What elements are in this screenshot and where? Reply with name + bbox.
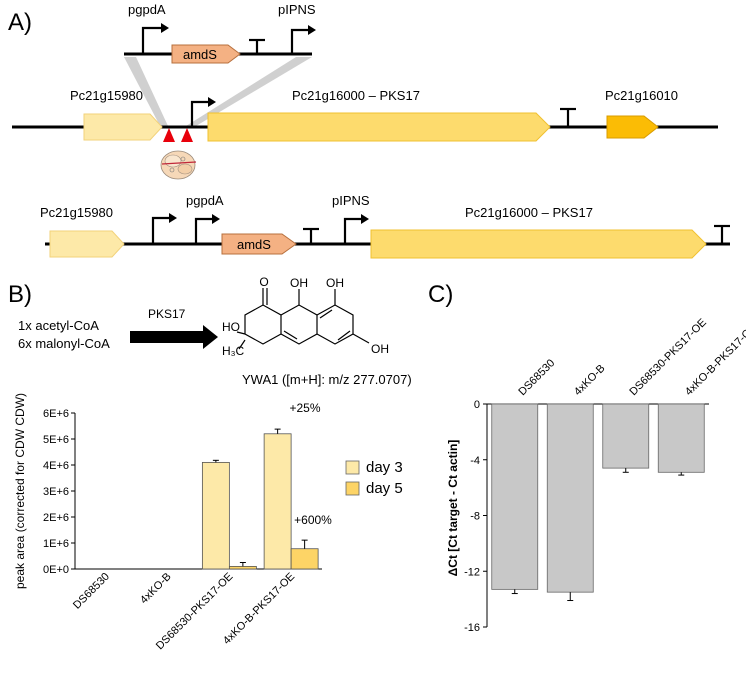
y-tick-label: 1E+6 [43,538,69,550]
promoter-arrow-icon [343,217,361,244]
promoter-arrow-icon [290,28,308,54]
x-tick-label: 4xKO-B [572,362,608,398]
legend-swatch [345,460,360,475]
gene-pks17 [207,112,551,142]
terminator-icon [560,107,576,127]
structure-oh1-label: OH [290,276,308,290]
x-tick-label: DS68530 [516,357,557,398]
insert-connector-left [124,57,168,126]
reaction-arrow-icon [130,325,218,349]
promoter-arrow-icon [194,217,212,244]
promoter-arrow-icon [151,216,169,244]
y-tick-label: 0E+0 [43,564,69,576]
structure-oh2-label: OH [326,276,344,290]
insert-connector-right [186,57,312,126]
structure-ho-label: HO [222,320,240,334]
panel-a-label: A) [8,9,32,36]
gene-pks17 [370,229,707,259]
gene-pc21g15980 [83,113,163,141]
y-tick-label: 5E+6 [43,434,69,446]
ywa1-structure-icon [244,288,370,345]
gene-pc21g16010 [606,115,659,139]
cut-site-triangle-icon [163,128,175,142]
substrate2-label: 6x malonyl-CoA [18,336,110,351]
annotation-label: +25% [289,401,320,415]
y-tick-label: 2E+6 [43,512,69,524]
y-tick-label: -16 [464,622,480,634]
wt-gene-main-label: Pc21g16000 – PKS17 [292,88,420,103]
legend-label: day 3 [366,459,403,476]
legend-swatch [345,481,360,496]
eng-amds-label: amdS [237,237,271,252]
y-tick-label: 3E+6 [43,486,69,498]
insert-cassette: pgpdA amdS pIPNS [124,2,316,64]
y-tick-label: 0 [474,399,480,411]
gene-pc21g15980 [49,230,125,258]
annotation-label: +600% [294,513,332,527]
eng-promoter2-label: pIPNS [332,193,370,208]
x-tick-label: 4xKO-B [138,571,174,607]
cas9-icon [160,150,197,180]
promoter-arrow-icon [190,100,208,127]
structure-oh3-label: OH [371,342,389,356]
terminator-icon [249,38,265,54]
structure-h3c-label: H₃C [222,344,245,358]
bar [228,566,257,570]
y-tick-label: -4 [470,455,480,467]
product-label: YWA1 ([m+H]: m/z 277.0707) [242,372,412,387]
y-tick-label: 4E+6 [43,460,69,472]
bar [491,403,539,590]
terminator-icon [714,224,730,244]
y-tick-label: 6E+6 [43,408,69,420]
y-tick-label: -8 [470,511,480,523]
amds-gene [171,44,241,64]
bar [657,403,705,473]
amds-gene [221,233,297,255]
bar [263,433,292,570]
bar [290,548,319,570]
y-axis-label: peak area (corrected for CDW CDW) [13,393,27,589]
engineered-locus: Pc21g15980 pgpdA amdS pIPNS Pc21g16000 –… [40,193,730,259]
promoter-arrow-icon [141,26,161,54]
enzyme-label: PKS17 [148,307,186,321]
wt-gene-left-label: Pc21g15980 [70,88,143,103]
panel-b-label: B) [8,281,32,308]
y-axis-label: ΔCt [Ct target - Ct actin] [446,440,460,577]
bar [201,461,230,570]
eng-promoter1-label: pgpdA [186,193,224,208]
cut-site-triangle-icon [181,128,193,142]
x-tick-label: DS68530 [71,571,112,612]
insert-amds-label: amdS [183,47,217,62]
structure-o-label: O [259,275,268,289]
bar [602,403,650,469]
substrate1-label: 1x acetyl-CoA [18,318,99,333]
eng-gene-main-label: Pc21g16000 – PKS17 [465,205,593,220]
bar [546,403,594,593]
panel-c-label: C) [428,281,453,308]
insert-promoter1-label: pgpdA [128,2,166,17]
terminator-icon [303,227,319,244]
wildtype-locus: Pc21g15980 Pc21g16000 – PKS17 Pc21g16010 [12,88,718,180]
insert-promoter2-label: pIPNS [278,2,316,17]
eng-gene-left-label: Pc21g15980 [40,205,113,220]
legend-label: day 5 [366,480,403,497]
y-tick-label: -12 [464,566,480,578]
wt-gene-right-label: Pc21g16010 [605,88,678,103]
